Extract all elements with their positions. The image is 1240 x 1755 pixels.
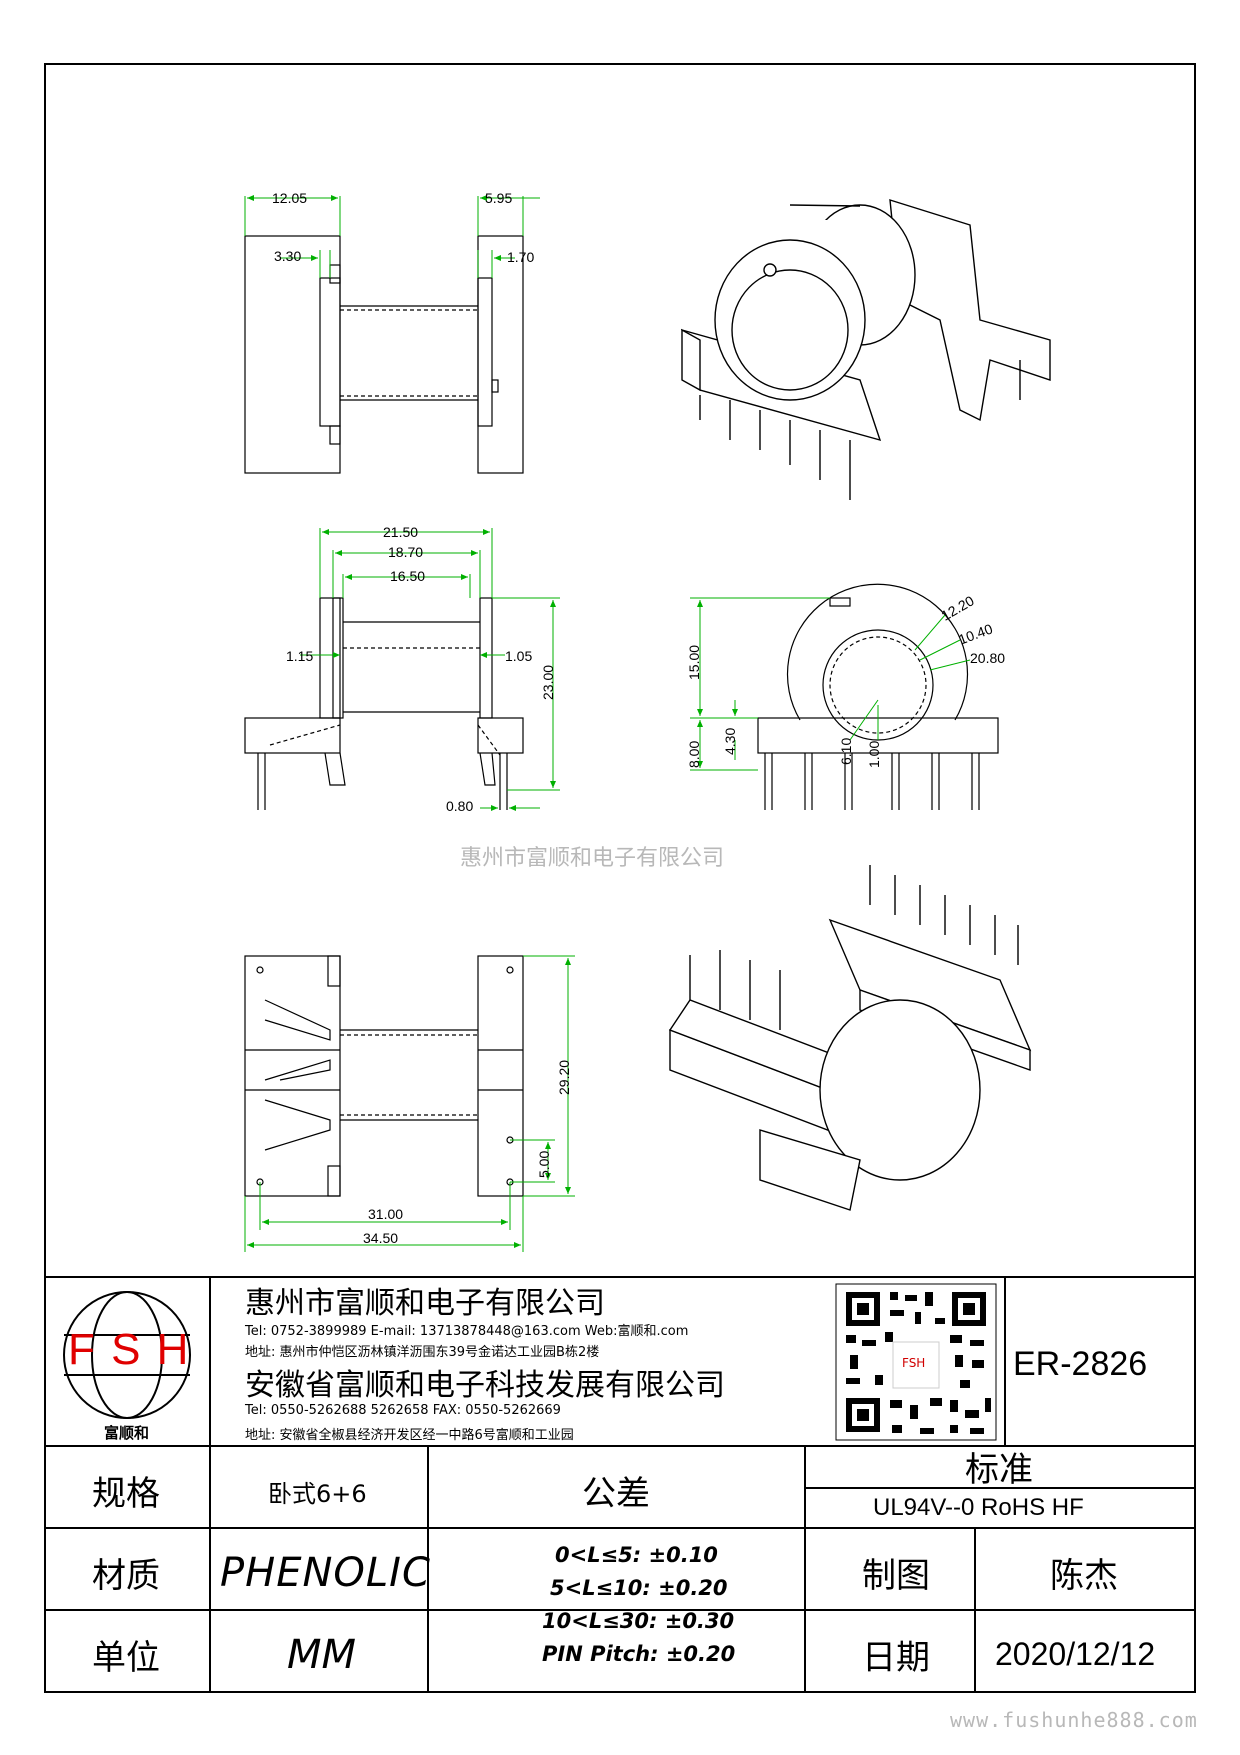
- company2-name: 安徽省富顺和电子科技发展有限公司: [245, 1368, 725, 1403]
- part-number: ER-2826: [1013, 1345, 1148, 1383]
- dim-label: 31.00: [368, 1206, 404, 1222]
- tolerance-line: 10<L≤30: ±0.30: [542, 1609, 735, 1633]
- standard-label: 标准: [965, 1450, 1033, 1490]
- company1-name: 惠州市富顺和电子有限公司: [245, 1286, 605, 1321]
- company2-address: 地址: 安徽省全椒县经济开发区经一中路6号富顺和工业园: [245, 1428, 574, 1443]
- dim-label: 15.00: [686, 644, 702, 680]
- unit-value: MM: [287, 1632, 357, 1678]
- drawn-label: 制图: [862, 1556, 930, 1596]
- material-label: 材质: [92, 1556, 160, 1596]
- dim-label: 21.50: [383, 524, 419, 540]
- dim-label: 16.50: [390, 568, 426, 584]
- drawn-value: 陈杰: [1050, 1556, 1118, 1596]
- tolerance-line: 0<L≤5: ±0.10: [555, 1543, 718, 1567]
- date-value: 2020/12/12: [995, 1636, 1156, 1672]
- company1-address: 地址: 惠州市仲恺区沥林镇洋沥围东39号金诺达工业园B栋2楼: [245, 1345, 600, 1360]
- side-view-top: [244, 235, 524, 474]
- date-label: 日期: [862, 1638, 930, 1678]
- company2-contact: Tel: 0550-5262688 5262658 FAX: 0550-5262…: [245, 1403, 561, 1418]
- dim-label: 23.00: [540, 664, 556, 700]
- isometric-view-1: [680, 199, 1051, 500]
- dim-label: 18.70: [388, 544, 424, 560]
- dim-label: 1.00: [866, 740, 882, 768]
- spec-value: 卧式6+6: [268, 1480, 367, 1508]
- unit-label: 单位: [92, 1638, 160, 1678]
- spec-label: 规格: [92, 1474, 160, 1514]
- qr-code: [835, 1283, 997, 1441]
- front-view: [244, 597, 524, 810]
- dim-label: 8.00: [686, 740, 702, 768]
- dim-label: 6.10: [838, 737, 854, 765]
- dim-label: 1.15: [286, 648, 314, 664]
- dim-label: 12.05: [272, 190, 308, 206]
- dim-label: 5.00: [536, 1150, 552, 1178]
- end-view: [757, 583, 999, 810]
- isometric-view-2: [668, 865, 1032, 1211]
- standard-value: UL94V--0 RoHS HF: [873, 1494, 1084, 1521]
- qr-center-label: FSH: [902, 1356, 926, 1370]
- dim-label: 0.80: [446, 798, 474, 814]
- center-watermark: 惠州市富顺和电子有限公司: [460, 846, 725, 871]
- dim-label: 1.05: [505, 648, 533, 664]
- dim-label: 34.50: [363, 1230, 399, 1246]
- top-view: [244, 955, 524, 1197]
- dim-label: 1.70: [507, 249, 535, 265]
- title-block-lines: [45, 1276, 1195, 1692]
- logo-caption: 富顺和: [104, 1424, 150, 1442]
- dim-label: 20.80: [970, 650, 1006, 666]
- tolerance-label: 公差: [582, 1474, 650, 1514]
- material-value: PHENOLIC: [220, 1550, 431, 1596]
- fsh-logo: [63, 1291, 191, 1419]
- url-watermark: www.fushunhe888.com: [950, 1708, 1198, 1732]
- dim-label: 3.30: [274, 248, 302, 264]
- dim-label: 4.30: [722, 727, 738, 755]
- logo-letters: F S H: [68, 1325, 191, 1374]
- tolerance-line: 5<L≤10: ±0.20: [550, 1576, 728, 1600]
- dim-label: 5.95: [485, 190, 513, 206]
- dim-label: 29.20: [556, 1059, 572, 1095]
- company1-contact: Tel: 0752-3899989 E-mail: 13713878448@16…: [245, 1324, 689, 1339]
- tolerance-line: PIN Pitch: ±0.20: [542, 1642, 736, 1666]
